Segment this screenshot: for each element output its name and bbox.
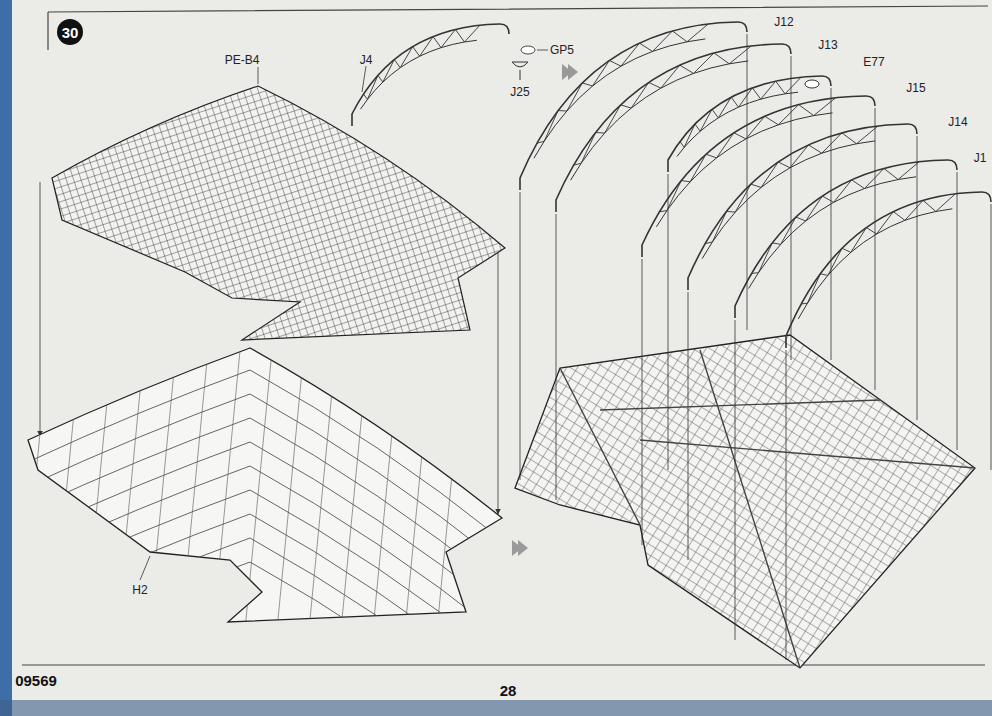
floor-slat (244, 330, 274, 640)
page-number: 28 (500, 683, 517, 698)
table-edge (0, 0, 12, 716)
roof-arches (352, 22, 991, 660)
arch-truss (680, 77, 801, 147)
arch-rib (735, 160, 957, 318)
placement-line (786, 350, 787, 660)
photo-etch-mesh (52, 86, 505, 340)
part-label: J13 (818, 39, 837, 51)
leader-line (258, 67, 259, 84)
placement-line (642, 259, 643, 545)
arch-rib (688, 124, 917, 290)
floor-slat (308, 330, 338, 640)
floor-slat (52, 330, 82, 640)
placement-line (735, 320, 736, 640)
placement-line (991, 204, 992, 470)
arch-rib (786, 192, 991, 348)
lamp-part (805, 80, 819, 88)
arch-truss (537, 24, 708, 143)
floor-rib (28, 538, 502, 708)
floor-slat (340, 330, 370, 640)
arch-truss (752, 162, 919, 274)
floor-slat (436, 330, 466, 640)
arch-chord (361, 40, 477, 109)
table-edge (0, 700, 992, 716)
floor-rib (28, 490, 502, 660)
placement-arrow (40, 182, 41, 436)
placement-line (791, 56, 792, 360)
lamp-part (512, 62, 528, 80)
part-label: J4 (360, 54, 373, 66)
placement-line (917, 136, 918, 420)
step-number-text: 30 (62, 24, 79, 41)
floor-slat (212, 330, 242, 640)
arch-chord (534, 39, 705, 158)
arch-rib (556, 44, 791, 212)
floor-grate (515, 335, 975, 668)
placement-arrow (498, 252, 499, 514)
arch-chord (656, 113, 832, 227)
placement-line (957, 172, 958, 450)
arch-chord (798, 209, 952, 319)
part-label: PE-B4 (225, 54, 260, 66)
floor-rib (28, 514, 502, 684)
floor-rib (28, 442, 502, 612)
arch-truss (364, 25, 480, 99)
placement-line (875, 108, 876, 390)
step-arrow (562, 64, 578, 80)
arch-truss (801, 194, 955, 304)
part-label: J14 (948, 116, 967, 128)
part-label: H2 (132, 584, 147, 596)
part-label: J15 (906, 82, 925, 94)
leader-line (140, 556, 150, 580)
floor-rib (28, 562, 502, 716)
arch-truss (659, 98, 835, 212)
part-label: J12 (774, 16, 793, 28)
placement-line (556, 214, 557, 500)
part-label: GP5 (550, 44, 574, 56)
arch-chord (571, 61, 749, 180)
floor-ribs (20, 330, 502, 716)
floor-slat (404, 330, 434, 640)
floor-rib (28, 418, 502, 588)
placement-line (520, 192, 521, 480)
placement-line (668, 174, 669, 470)
floor-slat (276, 330, 306, 640)
floor-slat (20, 330, 50, 640)
arch-chord (749, 177, 916, 289)
part-label: E77 (863, 56, 884, 68)
step-arrow (512, 540, 528, 556)
clear-part (521, 46, 535, 54)
floor-slat (180, 330, 210, 640)
part-label: J1 (974, 152, 987, 164)
leader-line (362, 66, 366, 92)
page-number: 09569 (15, 673, 57, 688)
leader-line (537, 50, 548, 51)
arch-truss (705, 126, 878, 244)
grate-frame (560, 350, 975, 668)
floor-slat (372, 330, 402, 640)
placement-line (688, 292, 689, 560)
part-label: J25 (510, 86, 529, 98)
step-number: 30 (57, 19, 83, 45)
floor-rib (28, 466, 502, 636)
placement-line (747, 34, 748, 330)
floor-slat (148, 330, 178, 640)
floor-slat (84, 330, 114, 640)
floor-rib (28, 370, 502, 540)
placement-line (831, 88, 832, 360)
arch-truss (574, 46, 752, 165)
arch-rib (352, 24, 509, 126)
floor-rib (28, 394, 502, 564)
